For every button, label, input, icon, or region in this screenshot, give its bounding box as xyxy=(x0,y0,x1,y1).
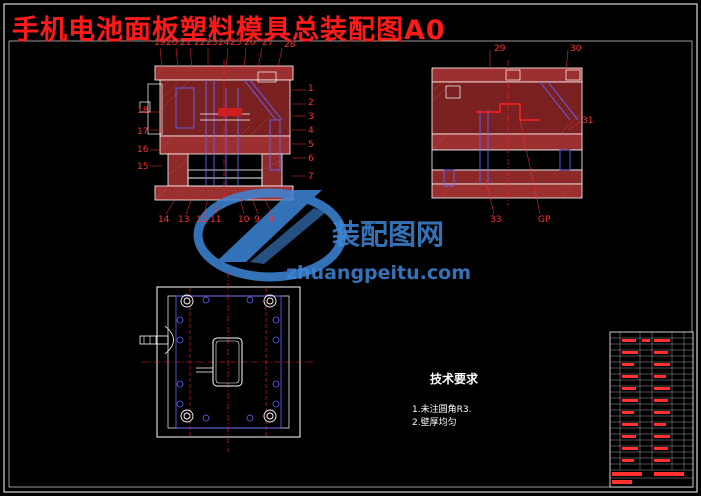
callout: 27 xyxy=(262,38,274,48)
callout: 20 xyxy=(166,38,178,48)
callout: 19 xyxy=(154,38,166,48)
callout: 7 xyxy=(308,172,314,182)
callout: 33 xyxy=(490,215,502,225)
requirement-item: 2.壁厚均匀 xyxy=(412,418,457,428)
callout: 12 xyxy=(196,215,208,225)
callout: 16 xyxy=(137,145,149,155)
callout: 18 xyxy=(137,106,149,116)
callout: 9 xyxy=(254,215,260,225)
watermark-logo xyxy=(193,188,347,282)
requirement-item: 1.未注圆角R3. xyxy=(412,405,472,415)
callout: GP xyxy=(538,215,551,225)
callout: 21 xyxy=(180,38,192,48)
callout: 3 xyxy=(308,112,314,122)
callout: 26 xyxy=(244,38,256,48)
callout: 4 xyxy=(308,126,314,136)
callout: 17 xyxy=(137,127,149,137)
callout: 10 xyxy=(238,215,250,225)
callout: 15 xyxy=(137,162,149,172)
callout: 5 xyxy=(308,140,314,150)
callout: 30 xyxy=(570,44,582,54)
requirements-heading: 技术要求 xyxy=(430,372,479,386)
callout: 1 xyxy=(308,84,314,94)
callout: 24 xyxy=(218,38,230,48)
callout: 23 xyxy=(206,38,218,48)
callout: 2 xyxy=(308,98,314,108)
drawing-title: 手机电池面板塑料模具总装配图A0 xyxy=(12,15,446,46)
callout: 22 xyxy=(194,38,206,48)
watermark-brand: 装配图网 xyxy=(332,218,445,251)
plan-view xyxy=(139,272,315,452)
callout: 31 xyxy=(582,116,594,126)
callout: 25 xyxy=(230,38,242,48)
watermark-url: zhuangpeitu.com xyxy=(286,262,471,284)
callout: 28 xyxy=(284,40,296,50)
callout: 14 xyxy=(158,215,170,225)
right-section-view xyxy=(431,60,583,206)
left-section-view xyxy=(139,60,294,208)
sheet-border xyxy=(3,3,698,493)
callout: 6 xyxy=(308,154,314,164)
callout: 13 xyxy=(178,215,190,225)
callout: 8 xyxy=(268,215,274,225)
inner-frame xyxy=(8,40,693,488)
callout: 29 xyxy=(494,44,506,54)
title-block xyxy=(609,331,694,488)
callout: 11 xyxy=(210,215,222,225)
